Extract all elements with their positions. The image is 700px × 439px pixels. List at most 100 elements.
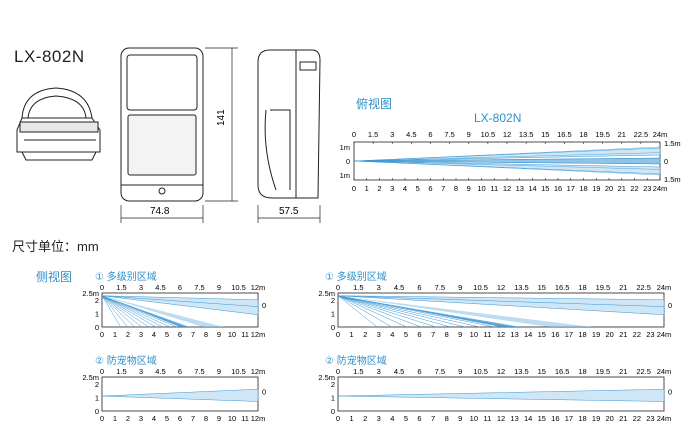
side-top-tick: 24m (657, 283, 672, 292)
side-y-label: 2.5m (318, 289, 335, 298)
side-bottom-tick: 1 (349, 414, 353, 423)
side-top-tick: 4.5 (155, 283, 165, 292)
top-view-bottom-tick: 9 (467, 184, 471, 193)
side-top-tick: 6 (178, 367, 182, 376)
side-dimension-lines (257, 205, 321, 223)
side-top-tick: 13.5 (514, 283, 529, 292)
top-view-top-tick: 0 (352, 130, 356, 139)
side-bottom-tick: 11 (484, 330, 492, 339)
side-bottom-tick: 24m (657, 330, 672, 339)
side-bottom-tick: 0 (100, 330, 104, 339)
side-beam-line (101, 295, 163, 328)
side-y-label: 2 (331, 296, 335, 305)
side-y-label: 2 (95, 380, 99, 389)
side-bottom-tick: 12 (497, 414, 505, 423)
top-view-bottom-tick: 5 (416, 184, 420, 193)
large-pet-zone-label: ② 防宠物区域 (325, 356, 387, 367)
side-bottom-tick: 23 (646, 330, 654, 339)
side-bottom-tick: 9 (458, 414, 462, 423)
side-right-label: 0 (262, 388, 266, 397)
side-bottom-tick: 12m (251, 330, 266, 339)
side-beam-line (337, 295, 480, 328)
side-bottom-tick: 16 (551, 414, 559, 423)
top-view-bottom-tick: 17 (567, 184, 575, 193)
top-view-bottom-tick: 18 (579, 184, 587, 193)
side-top-tick: 0 (100, 283, 104, 292)
top-view-top-tick: 4.5 (406, 130, 416, 139)
side-bottom-tick: 2 (126, 330, 130, 339)
side-top-tick: 7.5 (194, 367, 204, 376)
top-view-beam-line (353, 146, 661, 162)
side-bottom-tick: 3 (377, 414, 381, 423)
side-top-tick: 16.5 (555, 283, 570, 292)
side-right-label: 0 (668, 301, 672, 310)
side-bottom-tick: 9 (458, 330, 462, 339)
side-bottom-tick: 6 (178, 414, 182, 423)
top-view-bottom-tick: 1 (365, 184, 369, 193)
side-top-tick: 13.5 (514, 367, 529, 376)
top-view-top-tick: 1.5 (368, 130, 378, 139)
side-beam-line (337, 295, 665, 307)
side-bottom-tick: 16 (551, 330, 559, 339)
side-y-label: 2 (95, 296, 99, 305)
top-view-beam-line (353, 152, 661, 162)
side-y-label: 0 (331, 323, 335, 332)
top-view-top-tick: 7.5 (444, 130, 454, 139)
width-dimension: 74.8 (150, 206, 170, 217)
side-beam-line (337, 295, 466, 328)
side-top-tick: 3 (139, 367, 143, 376)
side-pet-beam (101, 388, 259, 402)
top-view-bottom-tick: 2 (377, 184, 381, 193)
top-view-title: 俯视图 (356, 97, 393, 111)
side-bottom-tick: 12m (251, 414, 266, 423)
side-top-tick: 0 (336, 283, 340, 292)
side-top-tick: 24m (657, 367, 672, 376)
side-top-tick: 16.5 (555, 367, 570, 376)
side-bottom-tick: 7 (191, 330, 195, 339)
side-beam-line (337, 295, 422, 328)
side-beam-line (337, 295, 495, 328)
side-top-tick: 12 (497, 283, 505, 292)
side-long-beam (101, 295, 259, 316)
side-top-tick: 9 (458, 283, 462, 292)
side-y-label: 0 (95, 407, 99, 416)
side-view-title: 侧视图 (36, 270, 73, 284)
side-bottom-tick: 5 (165, 330, 169, 339)
top-view-top-tick: 16.5 (557, 130, 572, 139)
side-beam-line (337, 295, 392, 328)
side-beam-line (101, 295, 156, 328)
side-right-label: 0 (668, 388, 672, 397)
side-top-tick: 21 (619, 283, 627, 292)
side-top-tick: 1.5 (353, 283, 363, 292)
top-view-bottom-tick: 21 (618, 184, 626, 193)
side-view (257, 49, 321, 199)
side-bottom-tick: 13 (510, 414, 518, 423)
side-bottom-tick: 11 (241, 330, 249, 339)
side-top-tick: 19.5 (596, 367, 611, 376)
side-bottom-tick: 1 (113, 330, 117, 339)
top-view-left-label: 0 (346, 157, 350, 166)
side-bottom-tick: 19 (592, 330, 600, 339)
top-view-bottom-tick: 11 (490, 184, 498, 193)
side-bottom-tick: 24m (657, 414, 672, 423)
side-top-tick: 7.5 (194, 283, 204, 292)
side-bottom-tick: 7 (191, 414, 195, 423)
side-top-tick: 6 (417, 367, 421, 376)
front-dimension-lines (120, 47, 238, 223)
side-bottom-tick: 1 (349, 330, 353, 339)
top-view-top-tick: 19.5 (595, 130, 610, 139)
depth-dimension: 57.5 (279, 206, 299, 217)
top-view-bottom-tick: 20 (605, 184, 613, 193)
model-title: LX-802N (14, 47, 85, 66)
side-y-label: 0 (95, 323, 99, 332)
side-bottom-tick: 0 (100, 414, 104, 423)
side-bottom-tick: 12 (497, 330, 505, 339)
top-view-bottom-tick: 0 (352, 184, 356, 193)
side-beam-line (337, 295, 436, 328)
side-top-tick: 3 (139, 283, 143, 292)
side-bottom-tick: 3 (139, 414, 143, 423)
side-bottom-tick: 2 (363, 330, 367, 339)
side-beam-line (101, 295, 170, 328)
